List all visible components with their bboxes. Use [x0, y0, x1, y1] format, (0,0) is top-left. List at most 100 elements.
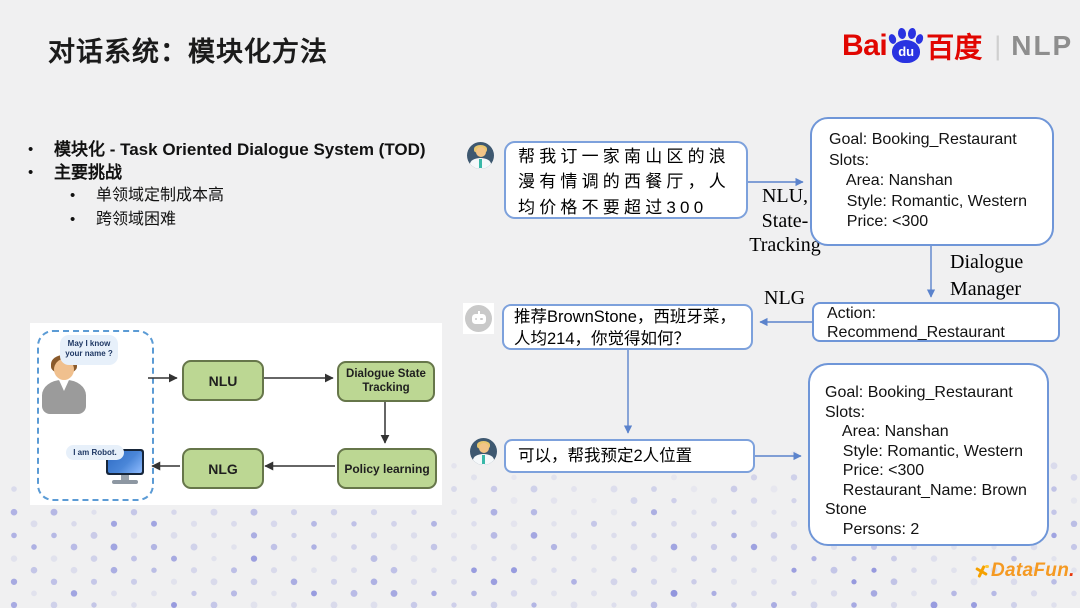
dot	[711, 590, 717, 597]
dot	[330, 555, 338, 562]
dot	[970, 601, 978, 608]
user-message-2: 可以，帮我预定2人位置	[504, 439, 755, 473]
module-architecture-panel: May I know your name ? I am Robot. NLU D…	[30, 323, 442, 505]
robot-icon	[471, 314, 486, 324]
dot	[550, 497, 558, 504]
dot	[611, 532, 617, 539]
dot	[370, 578, 378, 586]
dot	[511, 474, 517, 481]
dot	[610, 508, 618, 516]
dot	[551, 520, 557, 527]
dot	[250, 555, 258, 562]
dot	[750, 474, 758, 481]
dot	[751, 590, 757, 597]
dot	[151, 590, 157, 597]
dot	[530, 485, 538, 493]
datafun-logo-text: DataFun.	[991, 560, 1075, 581]
bullet-subitem: • 单领域定制成本高	[28, 184, 478, 208]
dot	[410, 601, 418, 608]
dot	[250, 601, 258, 608]
dot	[10, 555, 18, 562]
dot	[1051, 509, 1057, 515]
dot	[650, 601, 658, 608]
dot	[530, 509, 538, 516]
dot	[690, 485, 698, 493]
dot	[451, 463, 457, 469]
dot	[291, 602, 297, 608]
dot	[651, 532, 657, 539]
dialogue-state-tracking-box: Dialogue State Tracking	[337, 361, 435, 402]
dot	[490, 508, 498, 516]
nlg-module-box: NLG	[182, 448, 264, 489]
dot	[631, 521, 637, 527]
dot	[50, 555, 58, 562]
dot	[951, 590, 957, 597]
dot	[651, 486, 657, 492]
dot	[111, 590, 117, 597]
dot	[731, 602, 737, 608]
dot	[770, 601, 778, 608]
dot	[490, 578, 498, 586]
dot	[590, 590, 598, 597]
dot	[1051, 532, 1057, 539]
dot	[250, 508, 258, 516]
dot	[490, 601, 498, 608]
dot	[290, 509, 298, 516]
dot	[731, 509, 737, 515]
dot	[50, 601, 58, 608]
dot	[671, 567, 677, 574]
dot	[190, 567, 198, 574]
dot	[351, 567, 357, 574]
baidu-logo-bai: Bai	[842, 29, 888, 62]
dot	[90, 555, 98, 562]
dot	[770, 485, 778, 493]
dot	[1070, 497, 1078, 504]
dot	[870, 590, 878, 597]
dot	[71, 521, 77, 527]
dot	[571, 486, 577, 492]
dot	[151, 520, 157, 527]
dot	[1071, 567, 1077, 573]
dot	[671, 474, 677, 481]
dot	[1051, 602, 1057, 608]
dot	[110, 566, 118, 574]
dot	[470, 497, 478, 504]
dot	[130, 532, 138, 539]
dot	[531, 602, 537, 608]
page-title: 对话系统：模块化方法	[48, 37, 328, 67]
dot	[470, 543, 478, 551]
dot	[510, 520, 518, 528]
dialogue-state-box-2: Goal: Booking_Restaurant Slots: Area: Na…	[808, 363, 1049, 546]
dot	[210, 578, 218, 586]
dot	[390, 543, 398, 551]
dot	[30, 566, 38, 574]
dot	[590, 520, 598, 527]
dot	[610, 485, 618, 493]
dot	[790, 474, 798, 481]
dot	[650, 509, 658, 516]
bullet-item: • 模块化 - Task Oriented Dialogue System (T…	[28, 138, 478, 161]
dot	[991, 590, 997, 597]
dot	[1051, 486, 1057, 492]
dot	[411, 509, 417, 515]
dot	[471, 567, 477, 574]
nlg-label: NLG	[764, 287, 806, 309]
dot	[51, 532, 57, 539]
dot	[871, 567, 877, 573]
dot	[451, 509, 457, 516]
dot	[750, 543, 758, 551]
bullet-marker: •	[28, 164, 34, 181]
dot	[350, 589, 358, 597]
dialogue-state-box-1: Goal: Booking_Restaurant Slots: Area: Na…	[810, 117, 1054, 246]
dot	[650, 578, 658, 585]
dot	[630, 497, 638, 505]
dot	[711, 520, 717, 527]
dot	[770, 555, 778, 562]
dot	[390, 589, 398, 597]
dot	[390, 566, 398, 574]
dialogue-participants-zone	[37, 330, 154, 501]
dot	[531, 555, 537, 562]
dot	[370, 509, 378, 516]
policy-learning-box: Policy learning	[337, 448, 437, 489]
dot	[790, 543, 798, 551]
